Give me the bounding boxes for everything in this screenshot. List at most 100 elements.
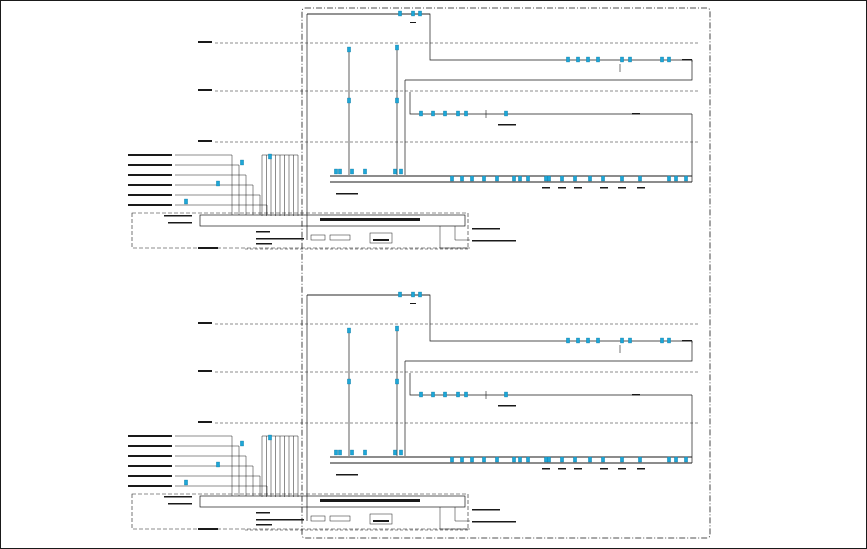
service-line	[175, 485, 268, 496]
outlet-label	[472, 521, 516, 523]
fixture-icon	[518, 175, 522, 182]
service-line	[175, 445, 240, 496]
fixture-icon	[338, 168, 342, 175]
fixture-icon	[674, 456, 678, 463]
fixture-icon	[399, 168, 403, 175]
outlet-line	[439, 507, 470, 530]
lift-label	[632, 394, 640, 396]
note-text	[256, 238, 304, 240]
fixture-icon	[456, 110, 460, 117]
tank-supply-run	[307, 13, 693, 62]
meter-icon	[216, 180, 220, 187]
fixture-icon	[573, 175, 577, 182]
fixture-icon	[431, 110, 435, 117]
outlet-line	[454, 507, 470, 522]
fixture-icon	[601, 456, 605, 463]
fixture-icon	[395, 97, 399, 104]
pump-box	[329, 234, 351, 241]
meter-icon	[268, 153, 272, 160]
service-line	[175, 164, 240, 215]
fixture-icon	[674, 175, 678, 182]
tank-title	[320, 218, 420, 221]
upper-branch	[405, 341, 693, 362]
fixture-icon	[560, 175, 564, 182]
header-tag	[336, 474, 358, 476]
branch-tag	[682, 340, 692, 342]
service-line	[175, 475, 261, 496]
service-label	[128, 455, 172, 457]
level-label	[198, 421, 212, 423]
note-text	[256, 519, 304, 521]
service-label	[128, 204, 172, 206]
fixture-icon	[419, 110, 423, 117]
middle-branch	[409, 92, 692, 115]
fixture-icon	[338, 449, 342, 456]
equipment-label	[498, 124, 516, 126]
sump-tank	[131, 493, 469, 530]
fixture-label	[542, 187, 550, 189]
fixture-icon	[395, 378, 399, 385]
fixture-icon	[620, 337, 624, 344]
level-label	[198, 322, 212, 324]
service-label	[128, 164, 172, 166]
fixture-icon	[350, 168, 354, 175]
outlet-line	[454, 226, 470, 241]
tank-tag	[164, 215, 192, 217]
fixture-icon	[660, 56, 664, 63]
fixture-icon	[399, 449, 403, 456]
meter-icon	[268, 434, 272, 441]
fixture-icon	[596, 56, 600, 63]
fixture-icon	[566, 337, 570, 344]
tank-outline	[199, 214, 466, 227]
pump-box	[310, 515, 326, 522]
fixture-icon	[456, 391, 460, 398]
meter-icon	[216, 461, 220, 468]
service-line	[175, 194, 261, 215]
fixture-icon	[588, 175, 592, 182]
fixture-icon	[395, 44, 399, 51]
service-label	[128, 435, 172, 437]
building-boundary	[301, 7, 711, 539]
fixture-icon	[495, 175, 499, 182]
fixture-icon	[628, 337, 632, 344]
meter-icon	[184, 479, 188, 486]
fixture-icon	[419, 391, 423, 398]
fixture-icon	[596, 337, 600, 344]
fixture-icon	[560, 456, 564, 463]
fixture-icon	[363, 168, 367, 175]
outlet-label	[472, 240, 516, 242]
service-line	[175, 455, 247, 496]
fixture-icon	[443, 110, 447, 117]
fixture-label	[558, 187, 566, 189]
fixture-icon	[347, 97, 351, 104]
meter-icon	[240, 440, 244, 447]
fixture-icon	[526, 456, 530, 463]
fixture-icon	[460, 456, 464, 463]
fixture-icon	[547, 456, 551, 463]
control-panel	[369, 513, 393, 525]
fixture-icon	[620, 56, 624, 63]
sump-tank	[131, 212, 469, 249]
fixture-icon	[347, 378, 351, 385]
pump-icon	[411, 291, 415, 298]
pump-icon	[411, 10, 415, 17]
tank-tag	[168, 222, 192, 224]
fixture-icon	[470, 456, 474, 463]
fixture-icon	[667, 337, 671, 344]
fixture-icon	[334, 449, 338, 456]
level-label	[198, 370, 212, 372]
level-label	[198, 140, 212, 142]
note-text	[256, 524, 272, 526]
fixture-icon	[482, 456, 486, 463]
fixture-icon	[464, 391, 468, 398]
fixture-label	[574, 187, 582, 189]
fixture-icon	[495, 456, 499, 463]
fixture-label	[637, 187, 645, 189]
fixture-icon	[667, 456, 671, 463]
fixture-icon	[684, 456, 688, 463]
fixture-icon	[620, 456, 624, 463]
tank-supply-run	[307, 294, 693, 343]
control-panel	[369, 232, 393, 244]
fixture-label	[600, 468, 608, 470]
